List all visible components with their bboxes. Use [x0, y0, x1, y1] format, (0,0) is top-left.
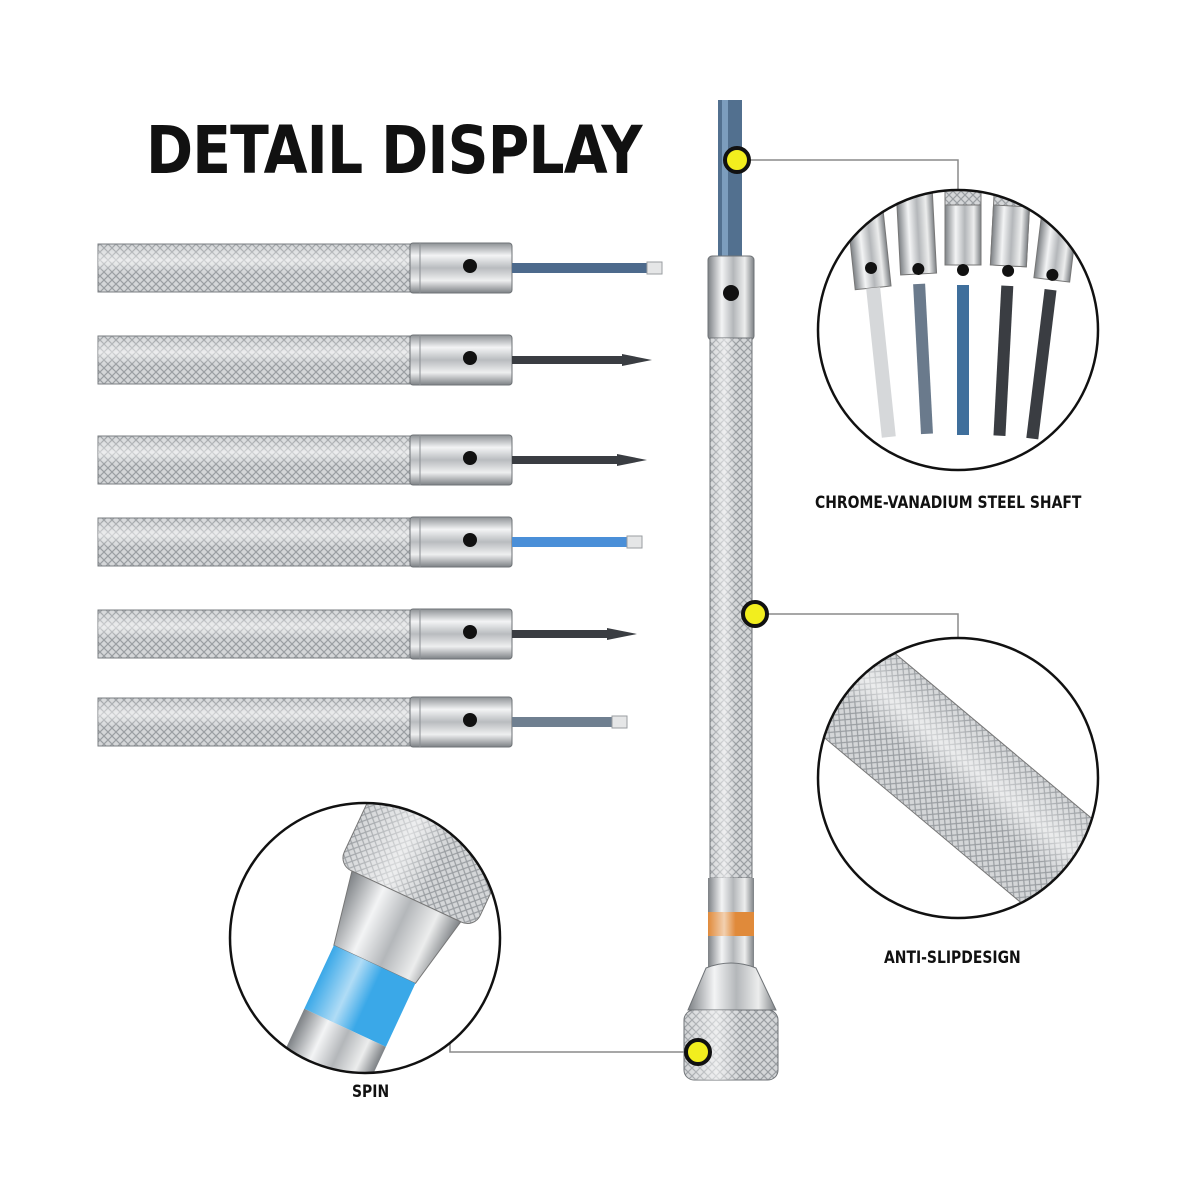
screwdriver-6: [97, 696, 628, 748]
spin-detail-zoom: [228, 801, 502, 1075]
shaft-callout-label: CHROME-VANADIUM STEEL SHAFT: [815, 493, 1082, 513]
screwdriver-3: [97, 434, 647, 486]
screwdriver-5: [97, 608, 637, 660]
shaft-detail-zoom: [816, 188, 1100, 472]
screwdriver-4: [97, 516, 643, 568]
main-screwdriver: [683, 100, 779, 1081]
grip-detail-zoom: [816, 636, 1100, 920]
grip-callout-label: ANTI-SLIPDESIGN: [884, 948, 1021, 968]
spin-callout-label: SPIN: [352, 1082, 390, 1102]
screwdriver-2: [97, 334, 652, 386]
screwdriver-1: [97, 242, 663, 294]
screwdriver-set: [97, 242, 663, 748]
marker-dots: [684, 146, 769, 1066]
